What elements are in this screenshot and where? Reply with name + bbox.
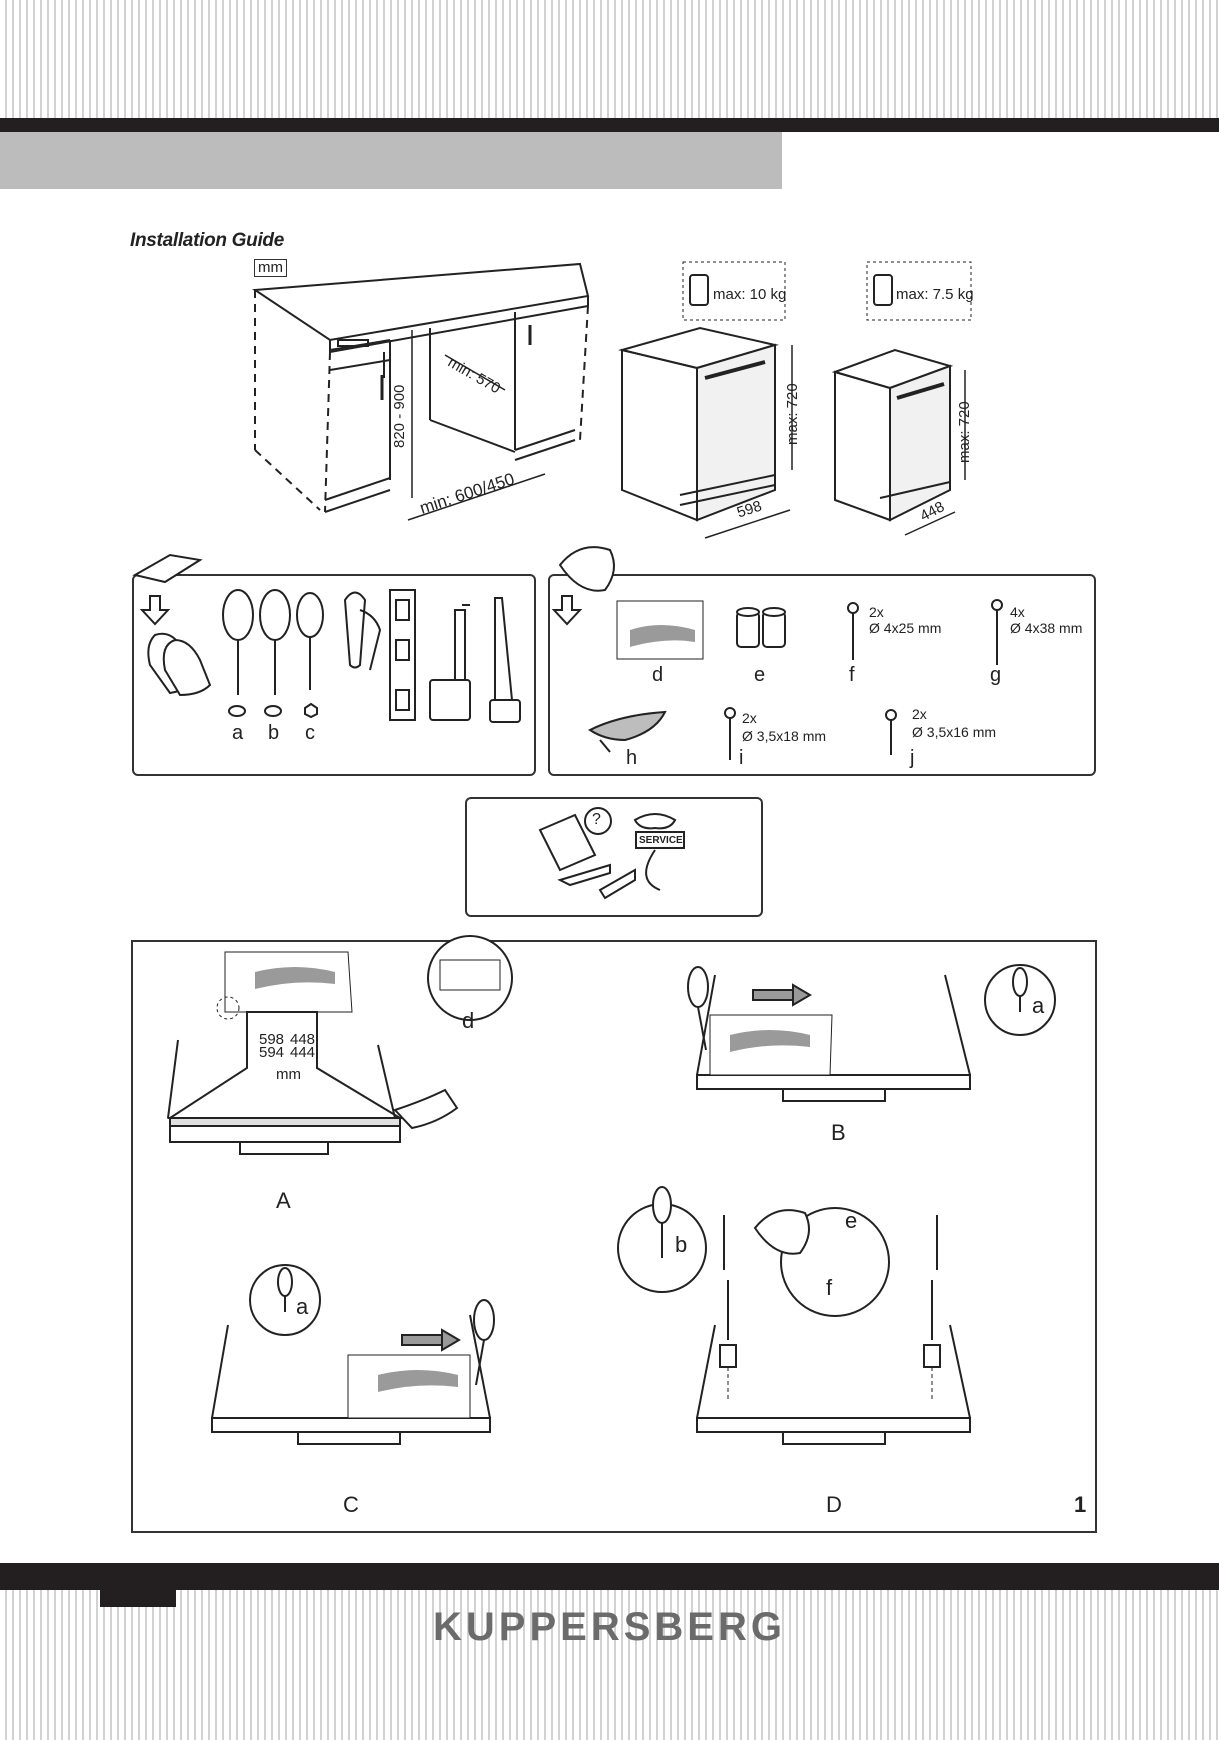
part-label-f: f [849,664,855,686]
service-question-mark: ? [592,811,601,828]
page-title: Installation Guide [130,230,285,251]
part-f-qty: 2x [869,604,884,620]
step-d-callout-e: e [845,1208,858,1233]
part-i-spec: Ø 3,5x18 mm [742,728,827,744]
footer-tab [100,1590,176,1607]
step-a-dim-444: 444 [290,1044,316,1061]
top-stripe-pattern [0,0,1219,118]
service-label: SERVICE [639,835,683,846]
step-b-callout-a: a [1032,993,1045,1018]
part-i-qty: 2x [742,710,757,726]
step-a-dim-598: 598 [259,1031,285,1048]
dishwasher-448-weight: max: 7.5 kg [896,286,974,303]
part-g-spec: Ø 4x38 mm [1010,620,1083,636]
part-g-qty: 4x [1010,604,1025,620]
step-a-callout-d: d [462,1008,475,1033]
tool-label-c: c [305,722,315,744]
step-a-dim-448: 448 [290,1031,316,1048]
service-panel [465,797,763,917]
step-a-dim-594: 594 [259,1044,285,1061]
step-d-callout-f: f [826,1275,833,1300]
part-j-qty: 2x [912,706,927,722]
parts-panel [548,574,1096,776]
part-label-i: i [739,747,744,769]
part-label-h: h [626,747,638,769]
step-c-callout-a: a [296,1294,309,1319]
part-j-spec: Ø 3,5x16 mm [912,724,997,740]
step-a-unit: mm [276,1066,301,1083]
step-d-callout-b: b [675,1232,688,1257]
unit-tag: mm [254,259,287,277]
brand-logo: KUPPERSBERG [433,1605,786,1649]
figure-number: 1 [1074,1492,1087,1517]
step-d-label: D [826,1492,842,1517]
part-label-g: g [990,664,1002,686]
part-f-spec: Ø 4x25 mm [869,620,942,636]
tool-label-a: a [232,722,244,744]
tools-panel [132,574,536,776]
dishwasher-598-weight: max: 10 kg [713,286,787,303]
top-black-bar [0,118,1219,132]
part-label-e: e [754,664,766,686]
tool-label-b: b [268,722,280,744]
section-header-band [0,132,782,189]
part-label-j: j [910,747,915,769]
step-c-label: C [343,1492,359,1517]
bottom-black-bar [0,1563,1219,1590]
step-b-label: B [831,1120,846,1145]
step-a-label: A [276,1188,291,1213]
steps-frame [131,940,1097,1533]
part-label-d: d [652,664,664,686]
bottom-stripe-pattern [0,1590,1219,1740]
